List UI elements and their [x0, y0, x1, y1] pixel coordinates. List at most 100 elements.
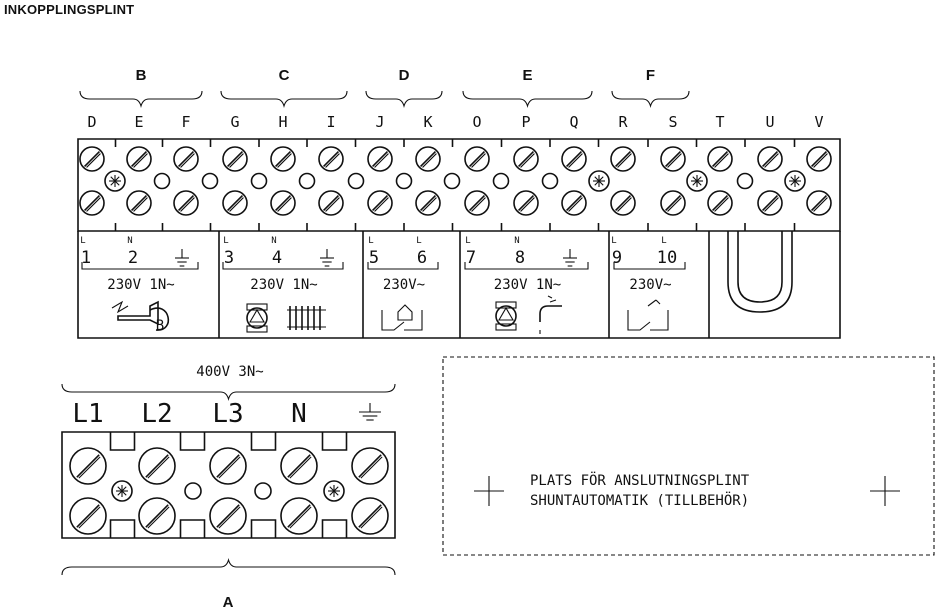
screw-icon [660, 146, 686, 172]
voltage-label: 230V~ [629, 277, 671, 293]
screw-icon [415, 190, 441, 216]
group-label: F [646, 67, 655, 84]
screw-icon [280, 497, 318, 535]
terminal-label: O [472, 113, 481, 131]
pump-tap-icon [495, 295, 562, 334]
terminal-number: 4 [272, 248, 282, 268]
notch [250, 432, 277, 451]
screw-icon [757, 146, 783, 172]
oil-burner-icon: B [111, 300, 170, 334]
terminal-number: 5 [369, 248, 379, 268]
screw-icon [126, 146, 152, 172]
terminal-label: U [765, 113, 774, 131]
group-label: D [399, 67, 410, 84]
notch [250, 519, 277, 538]
earth-icon [359, 403, 381, 421]
notch [321, 519, 348, 538]
terminal-label: H [278, 113, 287, 131]
sublabel: N [127, 236, 132, 246]
terminal-label: I [326, 113, 335, 131]
terminal-label: F [181, 113, 190, 131]
burner-letter: B [156, 318, 164, 334]
group-brace [365, 90, 443, 108]
supply-terminal-label: N [291, 399, 307, 429]
diagram-title: INKOPPLINGSPLINT [4, 2, 135, 17]
link-circle [347, 172, 365, 190]
terminal-number: 10 [657, 248, 677, 268]
voltage-bracket [81, 262, 199, 270]
sublabel: N [514, 236, 519, 246]
terminal-label: P [521, 113, 530, 131]
screw-icon [806, 190, 832, 216]
group-label: C [279, 67, 290, 84]
voltage-label: 230V 1N~ [494, 277, 561, 293]
group-label: B [136, 67, 147, 84]
screw-icon [367, 146, 393, 172]
voltage-bracket [222, 262, 344, 270]
link-circle [153, 172, 171, 190]
link-circle [736, 172, 754, 190]
supply-group-label: A [223, 594, 234, 611]
link-circle [298, 172, 316, 190]
notch [321, 432, 348, 451]
earth-star-icon [323, 480, 345, 502]
bridge-link [737, 231, 783, 303]
supply-frame [61, 431, 396, 539]
earth-icon [320, 249, 334, 267]
terminal-number: 1 [81, 248, 91, 268]
link-circle [254, 482, 272, 500]
screw-icon [126, 190, 152, 216]
screw-icon [222, 190, 248, 216]
screw-icon [660, 190, 686, 216]
screw-icon [270, 190, 296, 216]
pump-radiator-icon [246, 303, 326, 333]
accessory-line-1: PLATS FÖR ANSLUTNINGSPLINT [530, 471, 750, 489]
screw-icon [707, 146, 733, 172]
terminal-label: G [230, 113, 239, 131]
room-switch-icon [381, 304, 423, 331]
screw-icon [280, 447, 318, 485]
notch [109, 519, 136, 538]
earth-icon [175, 249, 189, 267]
screw-icon [610, 146, 636, 172]
terminal-number: 9 [612, 248, 622, 268]
terminal-label: J [375, 113, 384, 131]
notch [179, 432, 206, 451]
voltage-label: 230V 1N~ [250, 277, 317, 293]
terminal-label: R [618, 113, 628, 131]
screw-icon [513, 190, 539, 216]
supply-terminal-label: L2 [141, 399, 172, 429]
group-brace [611, 90, 690, 108]
screw-icon [464, 146, 490, 172]
terminal-number: 6 [417, 248, 427, 268]
screw-icon [209, 447, 247, 485]
screw-icon [806, 146, 832, 172]
group-brace [79, 90, 203, 108]
terminal-label: E [134, 113, 143, 131]
sublabel: L [368, 236, 373, 246]
earth-star-icon [588, 170, 610, 192]
screw-icon [138, 497, 176, 535]
screw-icon [610, 190, 636, 216]
earth-star-icon [686, 170, 708, 192]
sublabel: L [80, 236, 85, 246]
terminal-number: 8 [515, 248, 525, 268]
screw-icon [79, 146, 105, 172]
screw-icon [173, 146, 199, 172]
group-label: E [522, 67, 532, 84]
voltage-label: 230V~ [383, 277, 425, 293]
terminal-label: K [423, 113, 432, 131]
screw-icon [464, 190, 490, 216]
link-circle [184, 482, 202, 500]
screw-icon [138, 447, 176, 485]
bridge-link [727, 231, 793, 313]
screw-icon [69, 447, 107, 485]
screw-icon [173, 190, 199, 216]
sublabel: L [465, 236, 470, 246]
link-circle [395, 172, 413, 190]
earth-star-icon [784, 170, 806, 192]
accessory-placeholder-box: PLATS FÖR ANSLUTNINGSPLINT SHUNTAUTOMATI… [442, 356, 935, 556]
group-brace [462, 90, 593, 108]
